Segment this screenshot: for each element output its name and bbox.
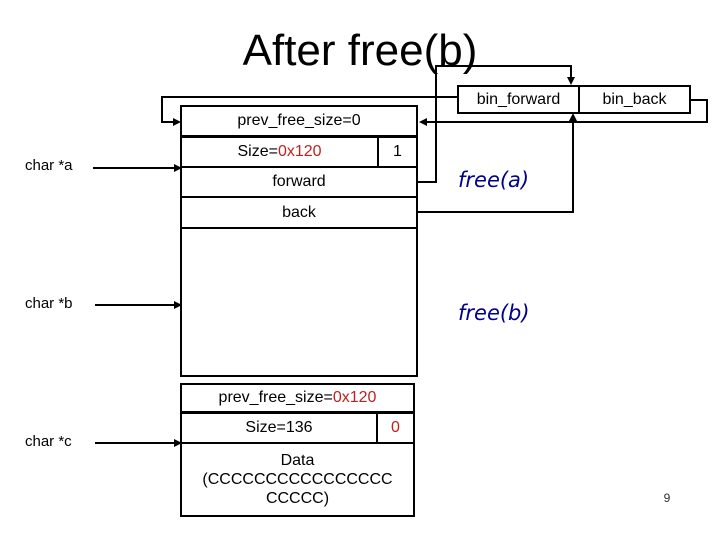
chunk-c-data-cell: Data (CCCCCCCCCCCCCCCC CCCCC) — [182, 444, 413, 515]
arrow-forward-to-bin — [417, 65, 575, 183]
arrow-back-to-bin — [417, 113, 577, 213]
free-chunk-flag-cell: 1 — [377, 138, 416, 166]
chunk-c-size-cell: Size=136 — [245, 419, 313, 436]
size-value: 0x120 — [277, 143, 322, 160]
free-a-annotation: free(a) — [458, 168, 530, 192]
free-chunk-back-row: back — [182, 198, 416, 229]
char-b-label: char *b — [25, 295, 73, 312]
free-chunk-size-row: Size=0x120 1 — [182, 138, 416, 168]
arrow-char-b-pointer — [95, 301, 182, 309]
chunk-c: prev_free_size=0x120 Size=136 0 Data (CC… — [180, 383, 415, 517]
char-c-label: char *c — [25, 433, 72, 450]
free-chunk-size-cell: Size=0x120 — [182, 138, 377, 166]
slide-title: After free(b) — [242, 26, 478, 75]
chunk-c-prev-size-row: prev_free_size=0x120 — [182, 385, 413, 414]
arrow-char-a-pointer — [93, 164, 182, 172]
size-label: Size= — [237, 143, 278, 160]
bin-box: bin_forward bin_back — [457, 85, 691, 114]
page-number: 9 — [663, 491, 671, 505]
prev-size-value: 0x120 — [332, 389, 377, 406]
prev-size-label: prev_free_size= — [218, 389, 333, 406]
free-chunk: prev_free_size=0 Size=0x120 1 forward ba… — [180, 105, 418, 377]
chunk-c-size-row: Size=136 0 — [182, 414, 413, 444]
bin-back-cell: bin_back — [602, 90, 667, 108]
data-line-1: Data — [280, 452, 315, 469]
data-line-2: (CCCCCCCCCCCCCCCC — [202, 471, 393, 488]
arrow-char-c-pointer — [95, 439, 182, 447]
data-line-3: CCCCC) — [265, 490, 330, 507]
free-chunk-forward-row: forward — [182, 168, 416, 198]
free-chunk-empty-area — [182, 229, 416, 375]
free-chunk-prev-size-row: prev_free_size=0 — [182, 107, 416, 138]
bin-forward-cell: bin_forward — [459, 87, 580, 112]
free-b-annotation: free(b) — [458, 301, 530, 325]
chunk-c-flag-cell: 0 — [376, 414, 413, 442]
char-a-label: char *a — [25, 157, 73, 174]
